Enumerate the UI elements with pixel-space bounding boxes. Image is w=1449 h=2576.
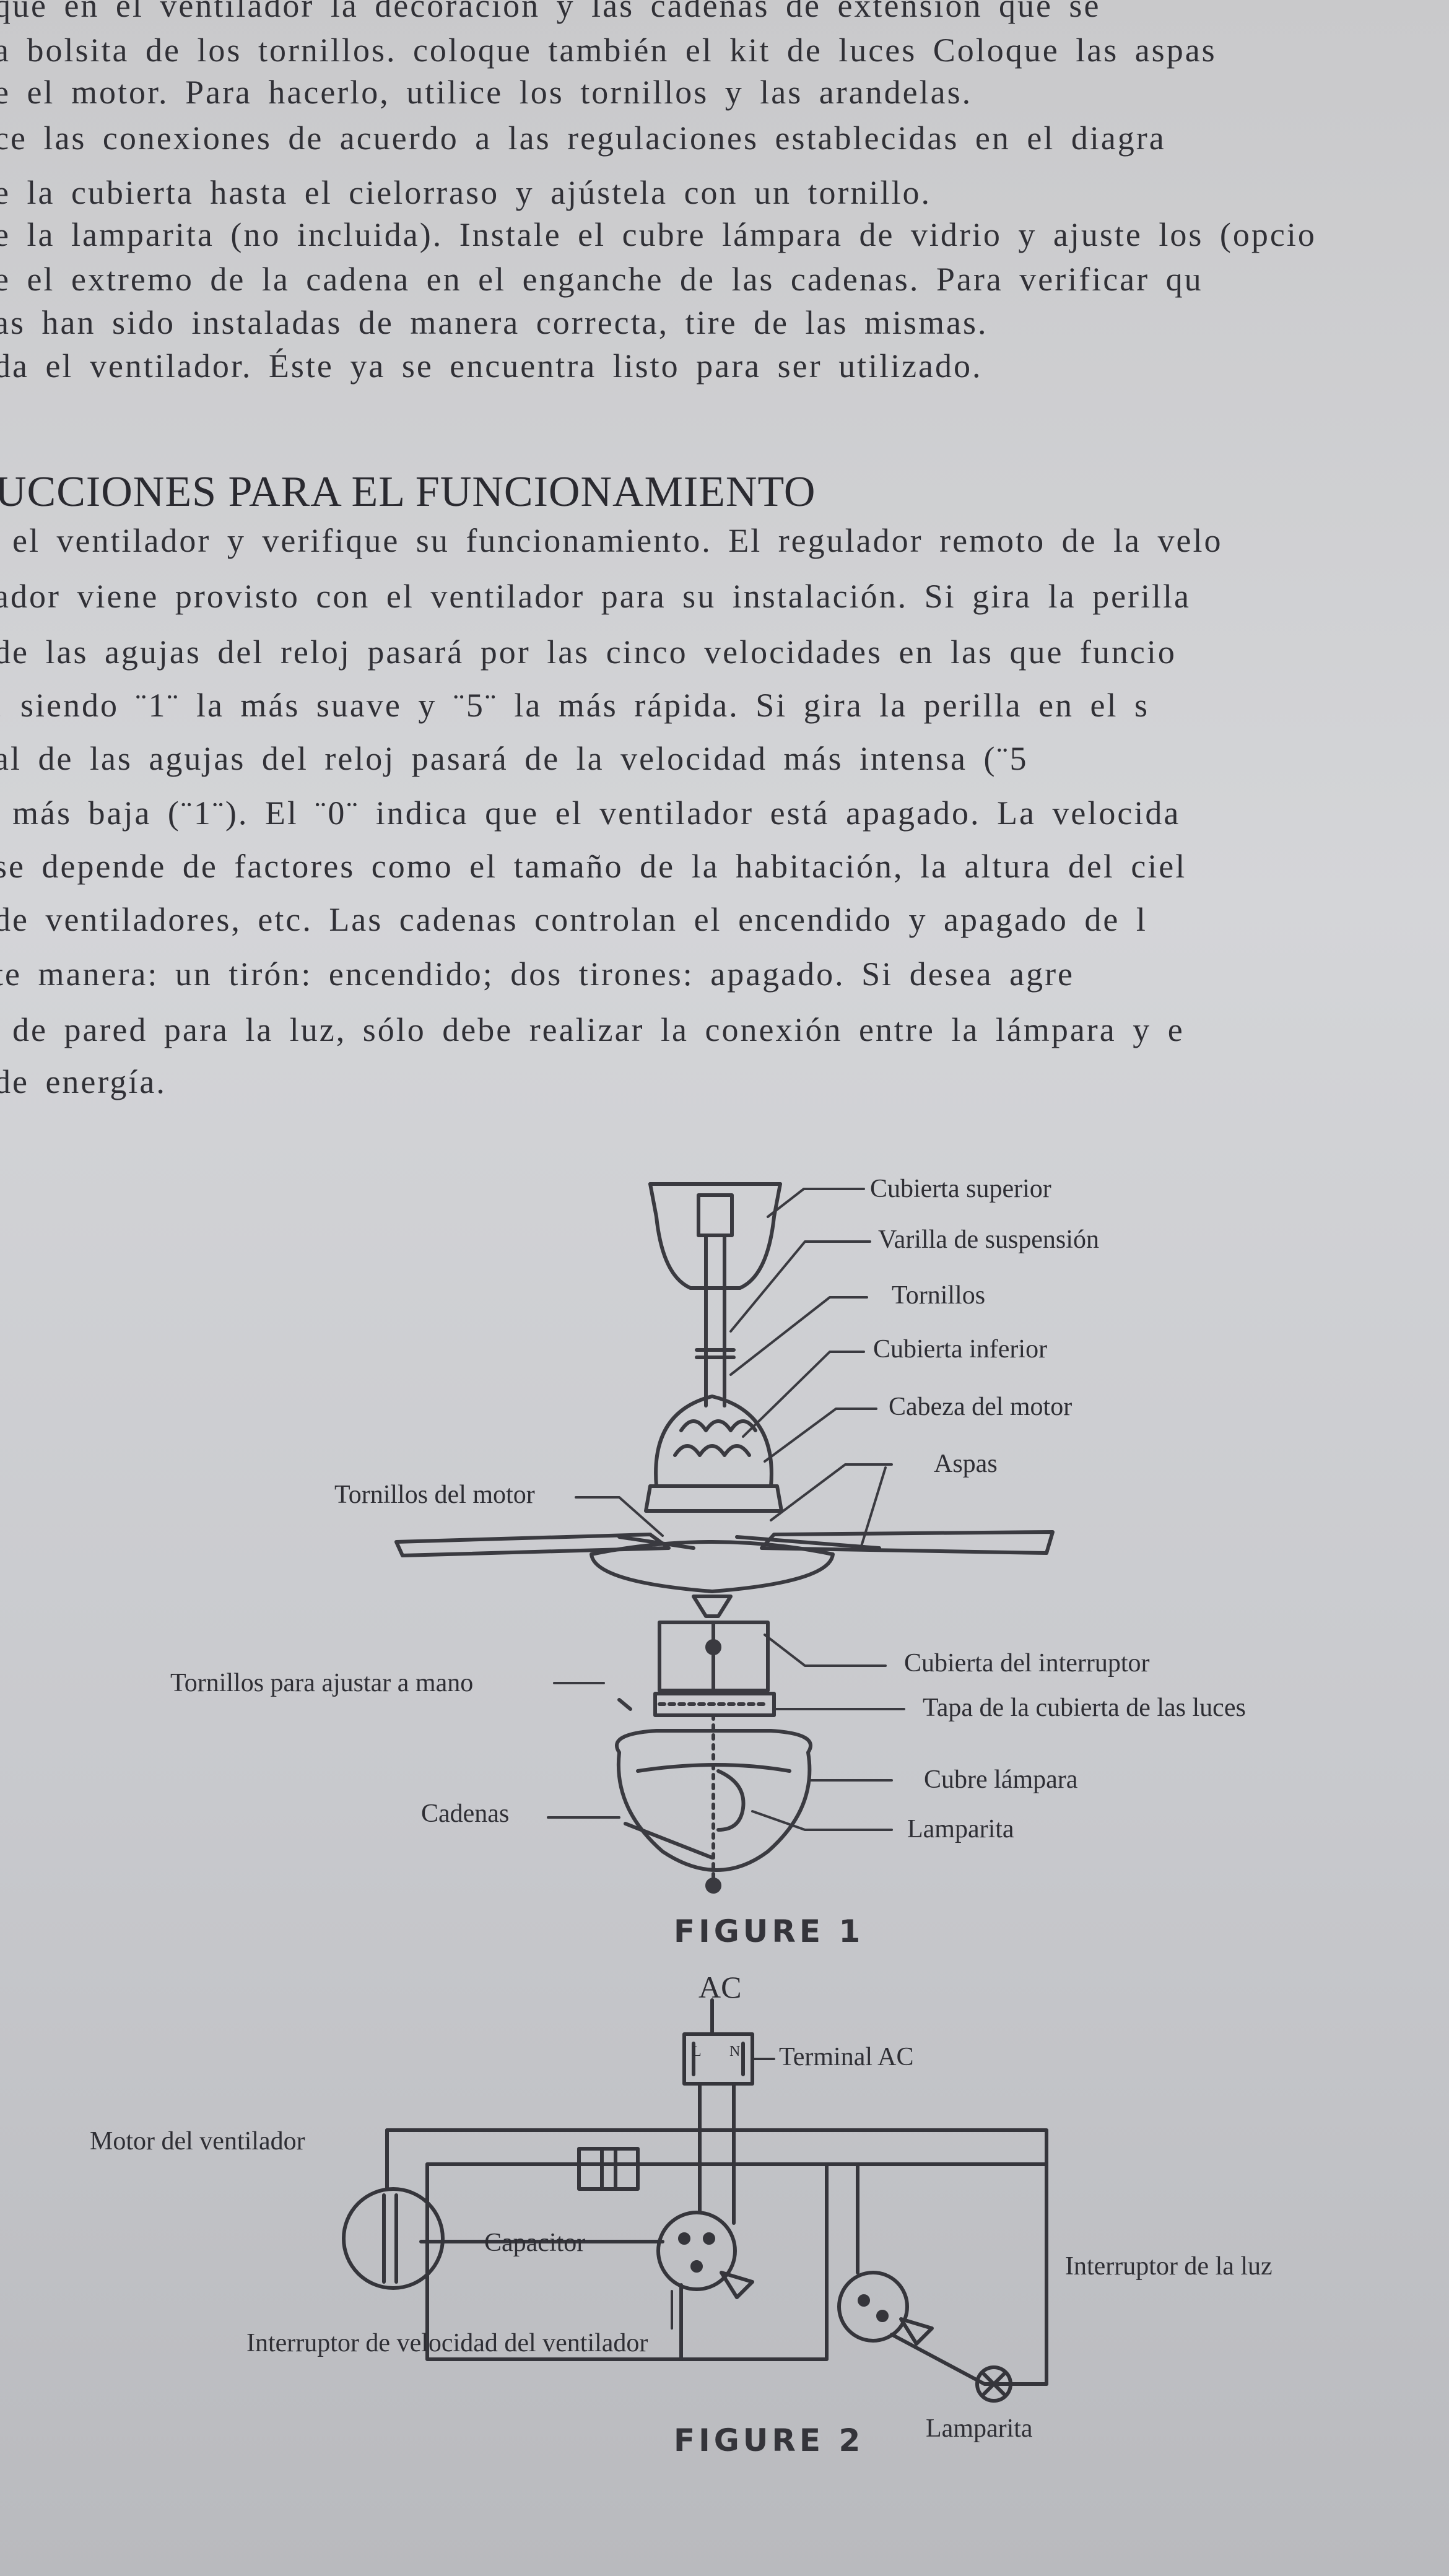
- paragraph-line: ador viene provisto con el ventilador pa…: [0, 578, 1191, 615]
- label-tapa-luces: Tapa de la cubierta de las luces: [923, 1694, 1246, 1722]
- paragraph-line: de ventiladores, etc. Las cadenas contro…: [0, 901, 1147, 938]
- label-cubierta-interruptor: Cubierta del interruptor: [904, 1649, 1150, 1677]
- figure1-caption: FIGURE 1: [674, 1913, 864, 1949]
- paragraph-line: al de las agujas del reloj pasará de la …: [0, 740, 1029, 777]
- label-interruptor-luz: Interruptor de la luz: [1065, 2252, 1273, 2281]
- paragraph-line: el ventilador y verifique su funcionamie…: [12, 522, 1223, 559]
- instruction-line: e el motor. Para hacerlo, utilice los to…: [0, 74, 973, 111]
- paragraph-line: se depende de factores como el tamaño de…: [0, 848, 1187, 885]
- label-tornillos-motor: Tornillos del motor: [334, 1481, 535, 1509]
- paragraph-line: de pared para la luz, sólo debe realizar…: [12, 1011, 1185, 1048]
- label-varilla-suspension: Varilla de suspensión: [878, 1225, 1099, 1254]
- label-motor-ventilador: Motor del ventilador: [90, 2127, 305, 2156]
- paragraph-line: más baja (¨1¨). El ¨0¨ indica que el ven…: [12, 794, 1181, 832]
- label-cadenas: Cadenas: [421, 1799, 510, 1828]
- paragraph-line: te manera: un tirón: encendido; dos tiro…: [0, 955, 1075, 993]
- instruction-line: que en el ventilador la decoración y las…: [0, 0, 1101, 24]
- label-capacitor: Capacitor: [484, 2229, 586, 2257]
- label-cubre-lampara: Cubre lámpara: [924, 1765, 1078, 1794]
- label-terminal-ac: Terminal AC: [779, 2043, 914, 2071]
- label-ac: AC: [698, 1970, 742, 2004]
- figure2-caption: FIGURE 2: [674, 2422, 864, 2458]
- instruction-line: e la lamparita (no incluida). Instale el…: [0, 216, 1316, 253]
- label-tornillos: Tornillos: [892, 1281, 986, 1310]
- label-cubierta-superior: Cubierta superior: [870, 1175, 1051, 1203]
- label-tornillos-mano: Tornillos para ajustar a mano: [170, 1669, 474, 1697]
- label-lamparita: Lamparita: [907, 1815, 1014, 1843]
- section-title: UCCIONES PARA EL FUNCIONAMIENTO: [0, 468, 816, 516]
- label-cabeza-motor: Cabeza del motor: [889, 1393, 1073, 1421]
- label-lamparita-fig2: Lamparita: [926, 2414, 1033, 2443]
- label-terminal-l: L: [692, 2043, 702, 2060]
- instruction-line: e la cubierta hasta el cielorraso y ajús…: [0, 174, 932, 211]
- label-interruptor-velocidad: Interruptor de velocidad del ventilador: [246, 2329, 648, 2357]
- paragraph-line: , siendo ¨1¨ la más suave y ¨5¨ la más r…: [0, 687, 1150, 724]
- paragraph-line: de las agujas del reloj pasará por las c…: [0, 633, 1177, 671]
- instruction-line: a bolsita de los tornillos. coloque tamb…: [0, 32, 1217, 69]
- label-cubierta-inferior: Cubierta inferior: [873, 1335, 1048, 1364]
- instruction-line: da el ventilador. Éste ya se encuentra l…: [0, 347, 983, 385]
- paragraph-line: de energía.: [0, 1063, 167, 1100]
- instruction-line: e el extremo de la cadena en el enganche…: [0, 261, 1203, 298]
- label-terminal-n: N: [729, 2043, 741, 2060]
- label-aspas: Aspas: [934, 1450, 998, 1478]
- instruction-line: as han sido instaladas de manera correct…: [0, 304, 988, 341]
- instruction-line: ce las conexiones de acuerdo a las regul…: [0, 120, 1166, 157]
